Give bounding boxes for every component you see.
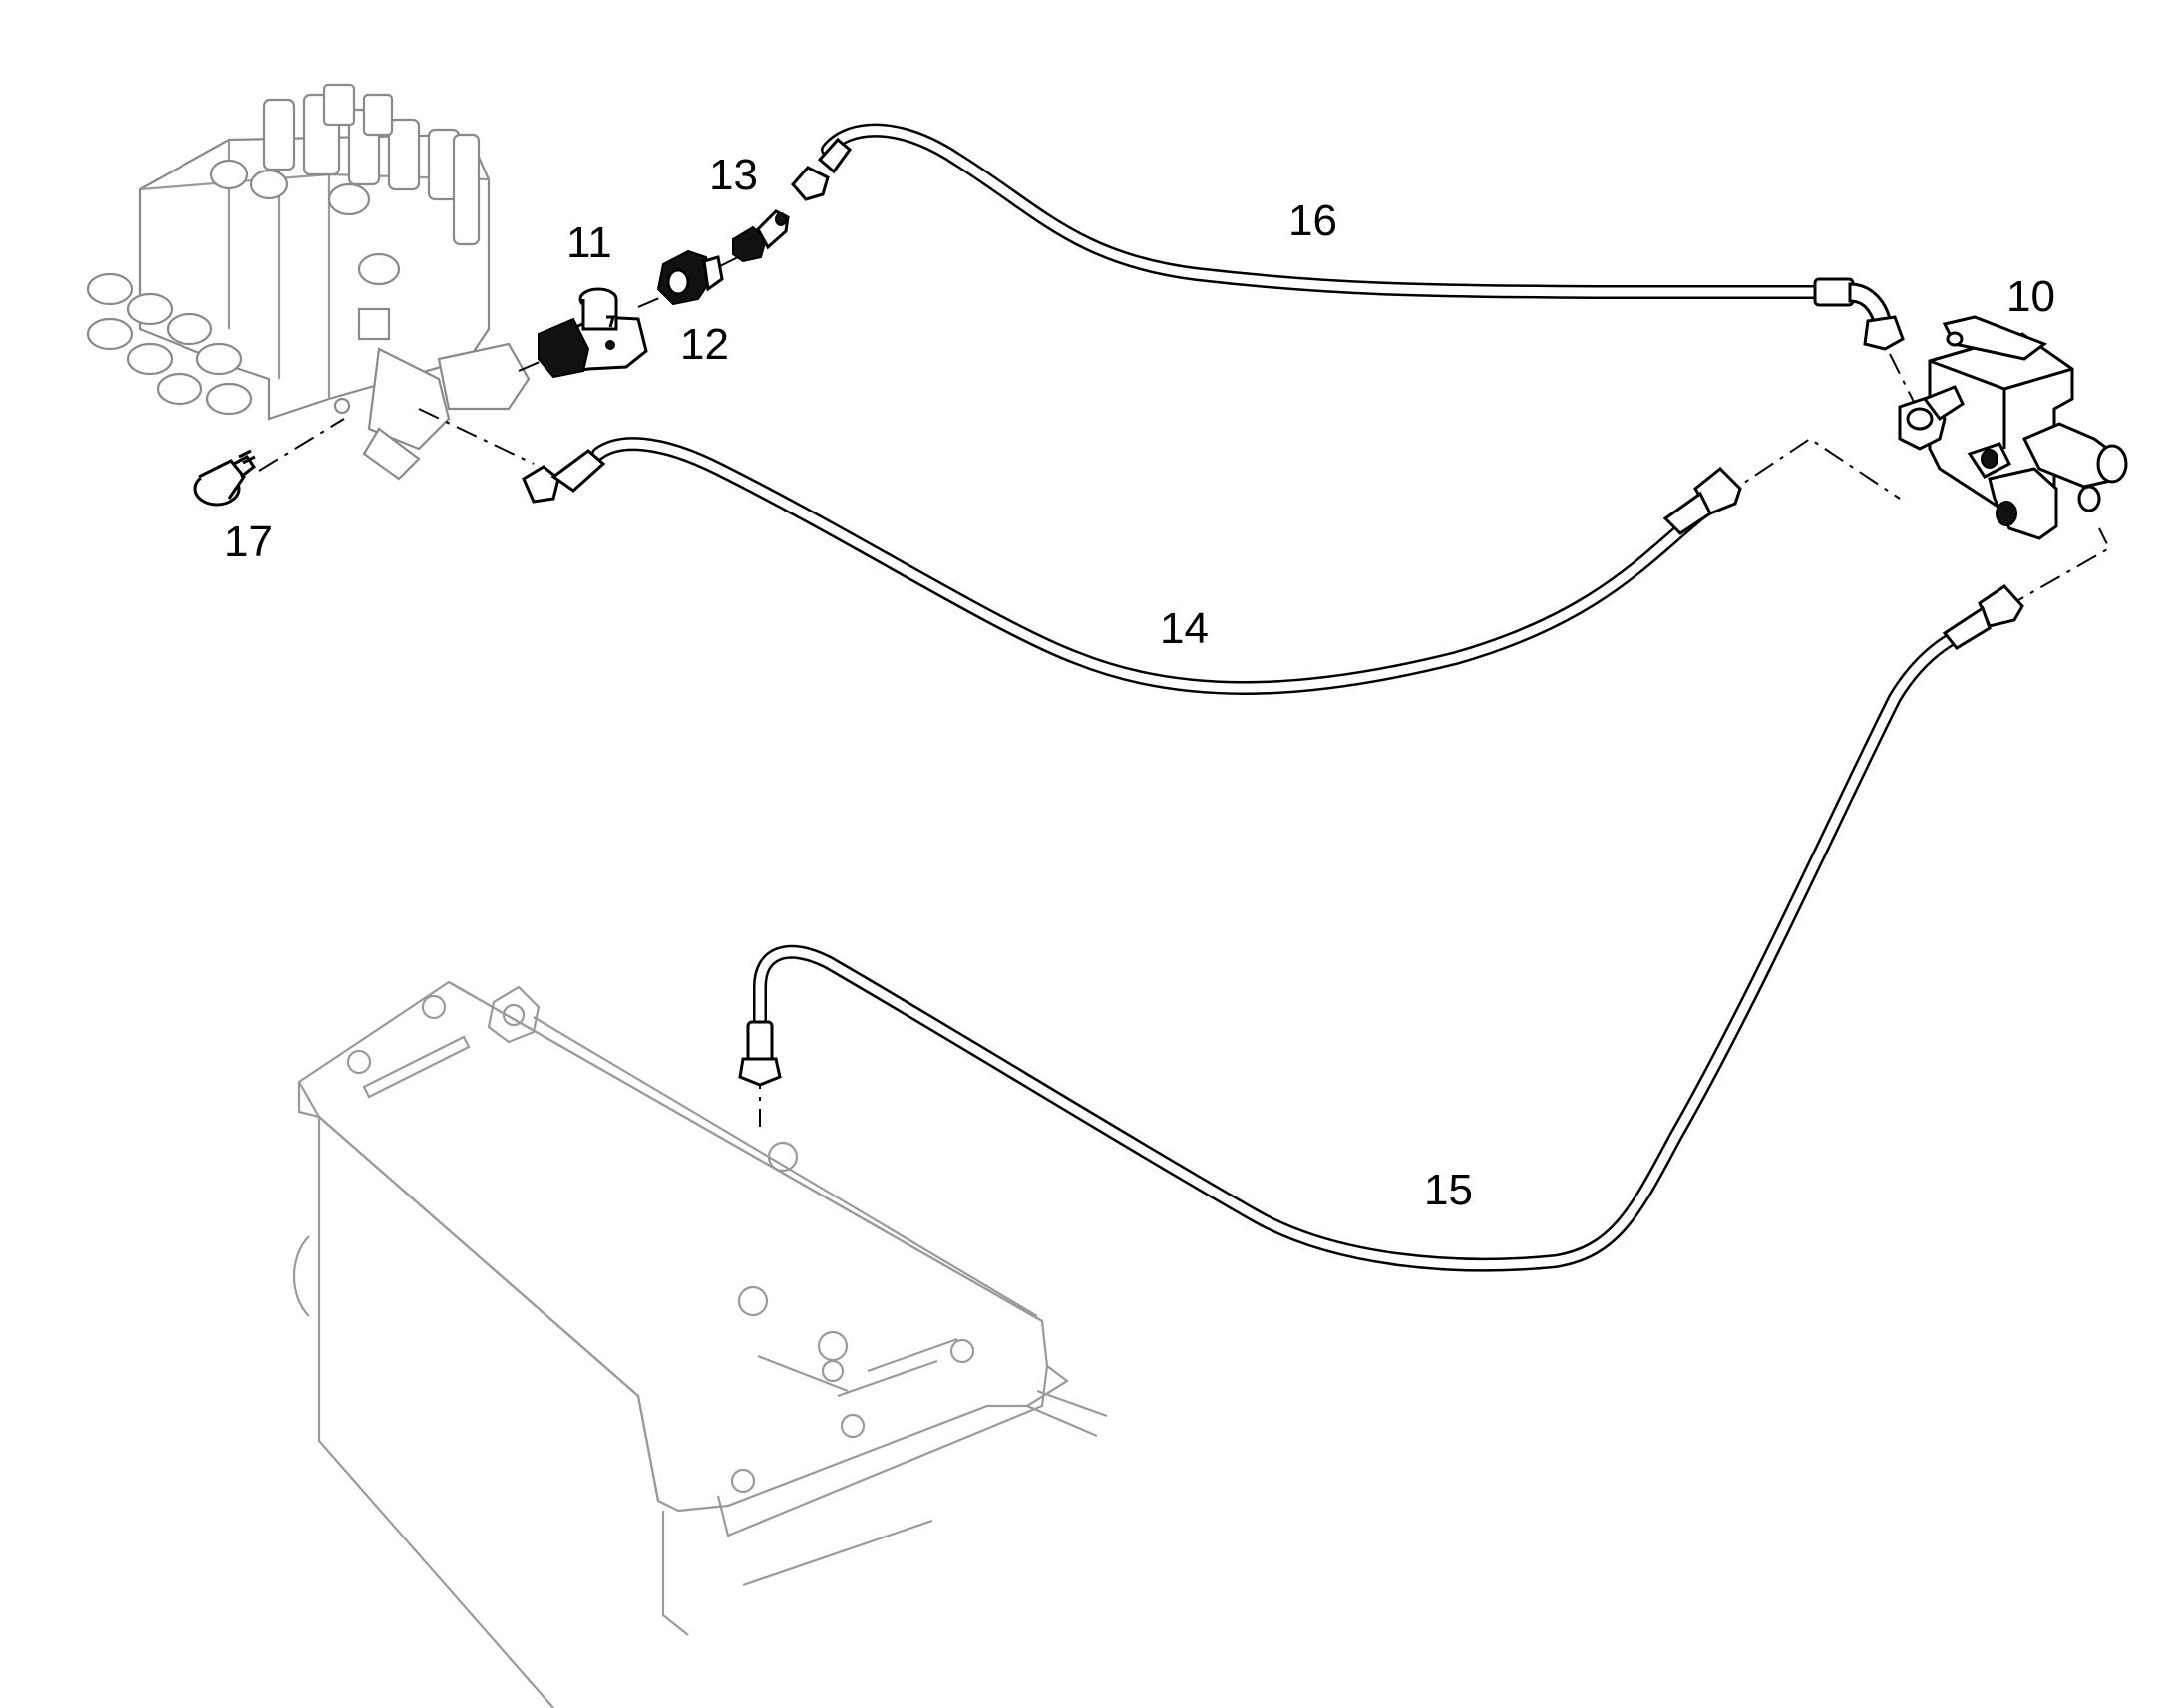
part-17-plug [193,449,257,507]
callout-labels: 10 11 12 13 14 15 16 17 [224,151,2055,1214]
part-12-nut [656,249,724,306]
callout-14: 14 [1160,604,1209,653]
part-10-valve [1898,315,2128,540]
hose-fittings [522,137,2024,1087]
hydraulic-tank [292,980,1108,1708]
callout-12: 12 [680,320,729,369]
assembly-center-lines [258,256,2111,1127]
callout-11: 11 [566,218,612,267]
part-11-tee-fitting [538,287,648,379]
callout-15: 15 [1424,1166,1473,1214]
callout-17: 17 [224,517,273,566]
hose-15 [753,616,1992,1272]
callout-10: 10 [2006,272,2055,321]
callout-16: 16 [1288,196,1337,245]
part-13-adapter [732,209,790,263]
callout-13: 13 [709,151,758,199]
hose-16 [821,123,1840,299]
control-valve-block [86,83,531,481]
hose-14 [591,437,1707,695]
